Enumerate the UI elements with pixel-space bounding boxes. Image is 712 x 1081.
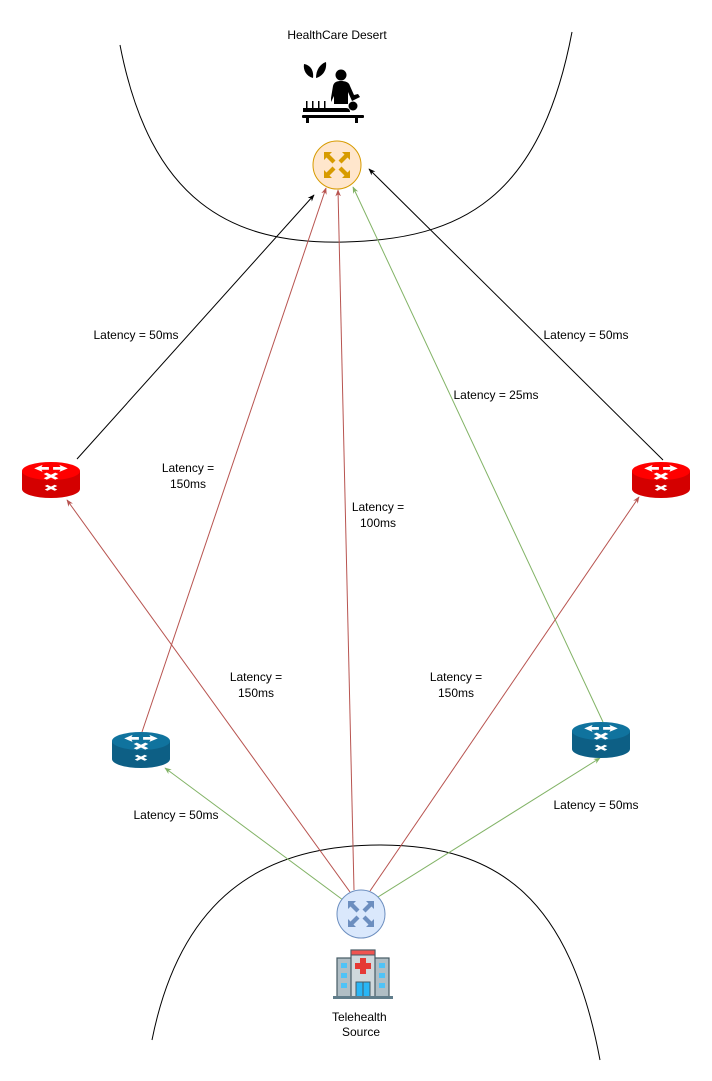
link-left-blue-router-to-desert-hub[interactable]: [141, 187, 327, 733]
link-right-red-router-to-desert-hub[interactable]: [368, 168, 664, 461]
source-label-line-2: Source: [342, 1025, 380, 1039]
massage-therapy-icon: [302, 62, 364, 123]
link-left-red-router-to-desert-hub[interactable]: [76, 194, 315, 460]
latency-label: Latency = 150ms: [162, 461, 214, 491]
latency-label-line: Latency =: [162, 461, 214, 475]
latency-label-line: Latency =: [430, 670, 482, 684]
left-red-router[interactable]: [22, 462, 80, 498]
hospital-icon: [333, 949, 393, 999]
diagram-title: HealthCare Desert: [287, 28, 387, 42]
link-source-hub-to-right-blue-router[interactable]: [377, 757, 601, 898]
source-label: Telehealth Source: [332, 1010, 390, 1039]
latency-label: Latency = 150ms: [230, 670, 282, 700]
converge-arrows-icon: [324, 152, 350, 178]
latency-label: Latency = 50ms: [93, 328, 178, 342]
right-blue-router[interactable]: [572, 722, 630, 758]
latency-label-line: 150ms: [170, 477, 206, 491]
latency-label: Latency = 50ms: [133, 808, 218, 822]
desert-boundary: [119, 31, 573, 243]
latency-label-line: Latency = 50ms: [93, 328, 178, 342]
latency-label: Latency = 25ms: [453, 388, 538, 402]
right-red-router[interactable]: [632, 462, 690, 498]
link-right-blue-router-to-desert-hub[interactable]: [352, 186, 604, 723]
desert-hub[interactable]: [312, 140, 362, 190]
link-source-hub-to-right-red-router[interactable]: [369, 496, 640, 892]
latency-label-line: Latency =: [352, 500, 404, 514]
latency-label-line: Latency = 25ms: [453, 388, 538, 402]
latency-label: Latency = 150ms: [430, 670, 482, 700]
latency-label-line: 150ms: [238, 686, 274, 700]
latency-label: Latency = 100ms: [352, 500, 404, 530]
converge-arrows-icon: [348, 901, 374, 927]
links-layer: [66, 168, 664, 901]
latency-label-line: Latency = 50ms: [553, 798, 638, 812]
link-source-hub-to-desert-hub[interactable]: [335, 189, 355, 891]
link-source-hub-to-left-red-router[interactable]: [66, 499, 351, 893]
latency-label-line: 150ms: [438, 686, 474, 700]
latency-label-line: 100ms: [360, 516, 396, 530]
source-boundary: [151, 844, 601, 1061]
left-blue-router[interactable]: [112, 732, 170, 768]
latency-label-line: Latency = 50ms: [543, 328, 628, 342]
latency-label-line: Latency = 50ms: [133, 808, 218, 822]
source-hub[interactable]: [336, 889, 386, 939]
latency-label: Latency = 50ms: [553, 798, 638, 812]
latency-label: Latency = 50ms: [543, 328, 628, 342]
latency-label-line: Latency =: [230, 670, 282, 684]
source-label-line-1: Telehealth: [332, 1010, 387, 1024]
link-source-hub-to-left-blue-router[interactable]: [164, 767, 344, 901]
